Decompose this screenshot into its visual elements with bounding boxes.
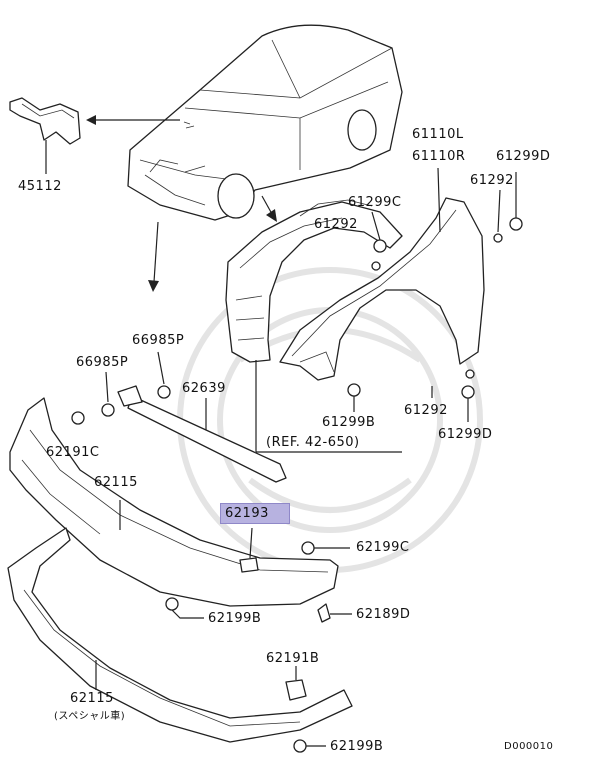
part-label-62193-highlighted[interactable]: 62193 bbox=[220, 503, 290, 524]
front-fender-61110 bbox=[279, 167, 485, 381]
support-rod-62639 bbox=[101, 351, 287, 483]
part-label-61292-top[interactable]: 61292 bbox=[470, 173, 514, 188]
part-label-61299c[interactable]: 61299C bbox=[348, 195, 402, 210]
car-overview bbox=[127, 24, 403, 221]
special-vehicle-note: (スペシャル車) bbox=[54, 711, 126, 722]
inner-fender-liner bbox=[225, 199, 403, 453]
part-label-62191c[interactable]: 62191C bbox=[46, 445, 100, 460]
pointer-arrows bbox=[86, 115, 277, 292]
lower-spoiler-62115 bbox=[7, 527, 353, 743]
part-label-62199b-bottom[interactable]: 62199B bbox=[330, 739, 384, 754]
part-label-61110r[interactable]: 61110R bbox=[412, 149, 466, 164]
part-label-61292-mid[interactable]: 61292 bbox=[314, 217, 358, 232]
part-label-66985p-lower[interactable]: 66985P bbox=[76, 355, 129, 370]
reference-note: (REF. 42-650) bbox=[266, 435, 360, 450]
part-label-62639[interactable]: 62639 bbox=[182, 381, 226, 396]
part-label-61299d-top[interactable]: 61299D bbox=[496, 149, 551, 164]
part-label-62115-spoiler[interactable]: 62115 bbox=[70, 691, 114, 706]
part-label-62115-bumper[interactable]: 62115 bbox=[94, 475, 138, 490]
bumper-fasteners bbox=[165, 527, 352, 753]
fender-fasteners bbox=[347, 172, 523, 422]
front-bumper-62115 bbox=[9, 397, 339, 607]
part-label-61292-low[interactable]: 61292 bbox=[404, 403, 448, 418]
bracket-45112 bbox=[9, 97, 81, 174]
diagram-code: D000010 bbox=[504, 741, 554, 752]
part-label-61299b-top[interactable]: 61299B bbox=[322, 415, 376, 430]
part-label-66985p-upper[interactable]: 66985P bbox=[132, 333, 185, 348]
part-label-45112[interactable]: 45112 bbox=[18, 179, 62, 194]
part-label-62189d[interactable]: 62189D bbox=[356, 607, 411, 622]
part-label-61299d-low[interactable]: 61299D bbox=[438, 427, 493, 442]
part-label-62199b-mid[interactable]: 62199B bbox=[208, 611, 262, 626]
part-label-61110l[interactable]: 61110L bbox=[412, 127, 464, 142]
part-label-62199c[interactable]: 62199C bbox=[356, 540, 410, 555]
part-label-62191b[interactable]: 62191B bbox=[266, 651, 320, 666]
